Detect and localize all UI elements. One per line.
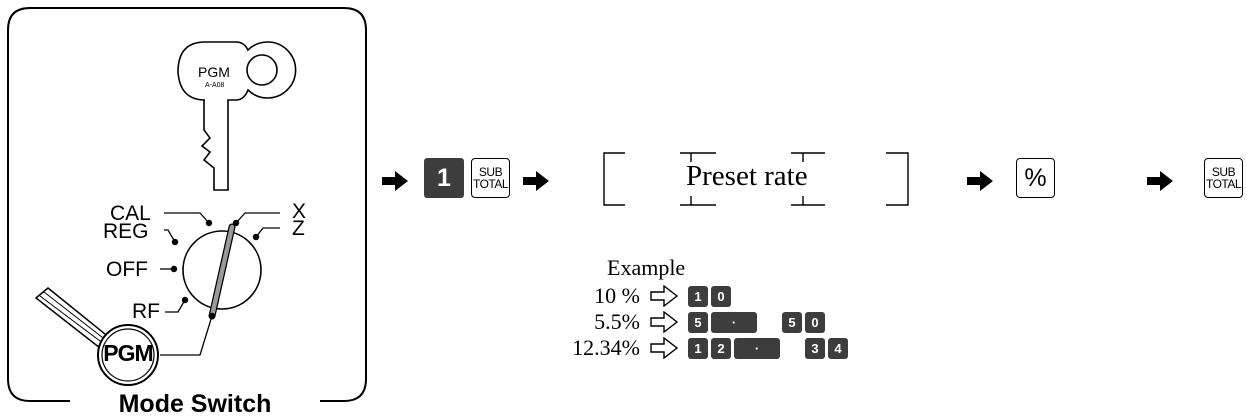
position-cal: CAL — [110, 202, 151, 225]
final-subtotal-key: SUB TOTAL — [1204, 158, 1243, 198]
example-value-3: 12.34% — [572, 335, 640, 360]
position-rf: RF — [132, 300, 160, 323]
arrow-right-icon — [967, 171, 993, 191]
example-key: 4 — [828, 338, 848, 359]
pgm-key-icon — [177, 41, 297, 191]
example-key: 5 — [782, 312, 802, 333]
subtotal-key-top: SUB — [478, 165, 503, 179]
pgm-badge-label: PGM — [103, 340, 153, 366]
position-x: X — [292, 200, 307, 223]
position-z: Z — [292, 217, 305, 240]
preset-rate-input-brackets — [603, 152, 909, 206]
hollow-arrow-icon — [650, 285, 678, 307]
arrow-right-icon — [1147, 171, 1173, 191]
position-reg: REG — [103, 220, 149, 243]
arrow-right-icon — [523, 171, 549, 191]
panel-border — [7, 7, 367, 402]
example-key: 0 — [805, 312, 825, 333]
example-key: 0 — [711, 286, 731, 307]
example-value-2: 5.5% — [594, 309, 640, 334]
example-key: · — [734, 338, 780, 359]
example-heading: Example — [607, 255, 686, 280]
position-off: OFF — [106, 258, 148, 281]
subtotal-key: SUB TOTAL — [471, 158, 510, 198]
percent-key: % — [1016, 158, 1055, 198]
final-subtotal-key-top: SUB — [1211, 165, 1236, 179]
example-key: 1 — [688, 286, 708, 307]
example-key: 2 — [711, 338, 731, 359]
hollow-arrow-icon — [650, 311, 678, 333]
preset-rate-label: Preset rate — [686, 160, 808, 192]
final-subtotal-key-bottom: TOTAL — [1205, 177, 1242, 191]
mode-switch-diagram — [7, 7, 367, 412]
selector-pen-icon — [34, 287, 112, 349]
hollow-arrow-icon — [650, 337, 678, 359]
key-label-pgm: PGM — [198, 64, 230, 80]
example-key: 5 — [688, 312, 708, 333]
example-key: 3 — [805, 338, 825, 359]
mode-switch-title: Mode Switch — [118, 390, 272, 418]
arrow-right-icon — [382, 171, 408, 191]
example-key: · — [711, 312, 757, 333]
example-value-1: 10 % — [594, 283, 640, 308]
key-1: 1 — [424, 158, 464, 198]
key-code-label: A-A08 — [205, 82, 225, 89]
subtotal-key-bottom: TOTAL — [472, 177, 509, 191]
example-key: 1 — [688, 338, 708, 359]
